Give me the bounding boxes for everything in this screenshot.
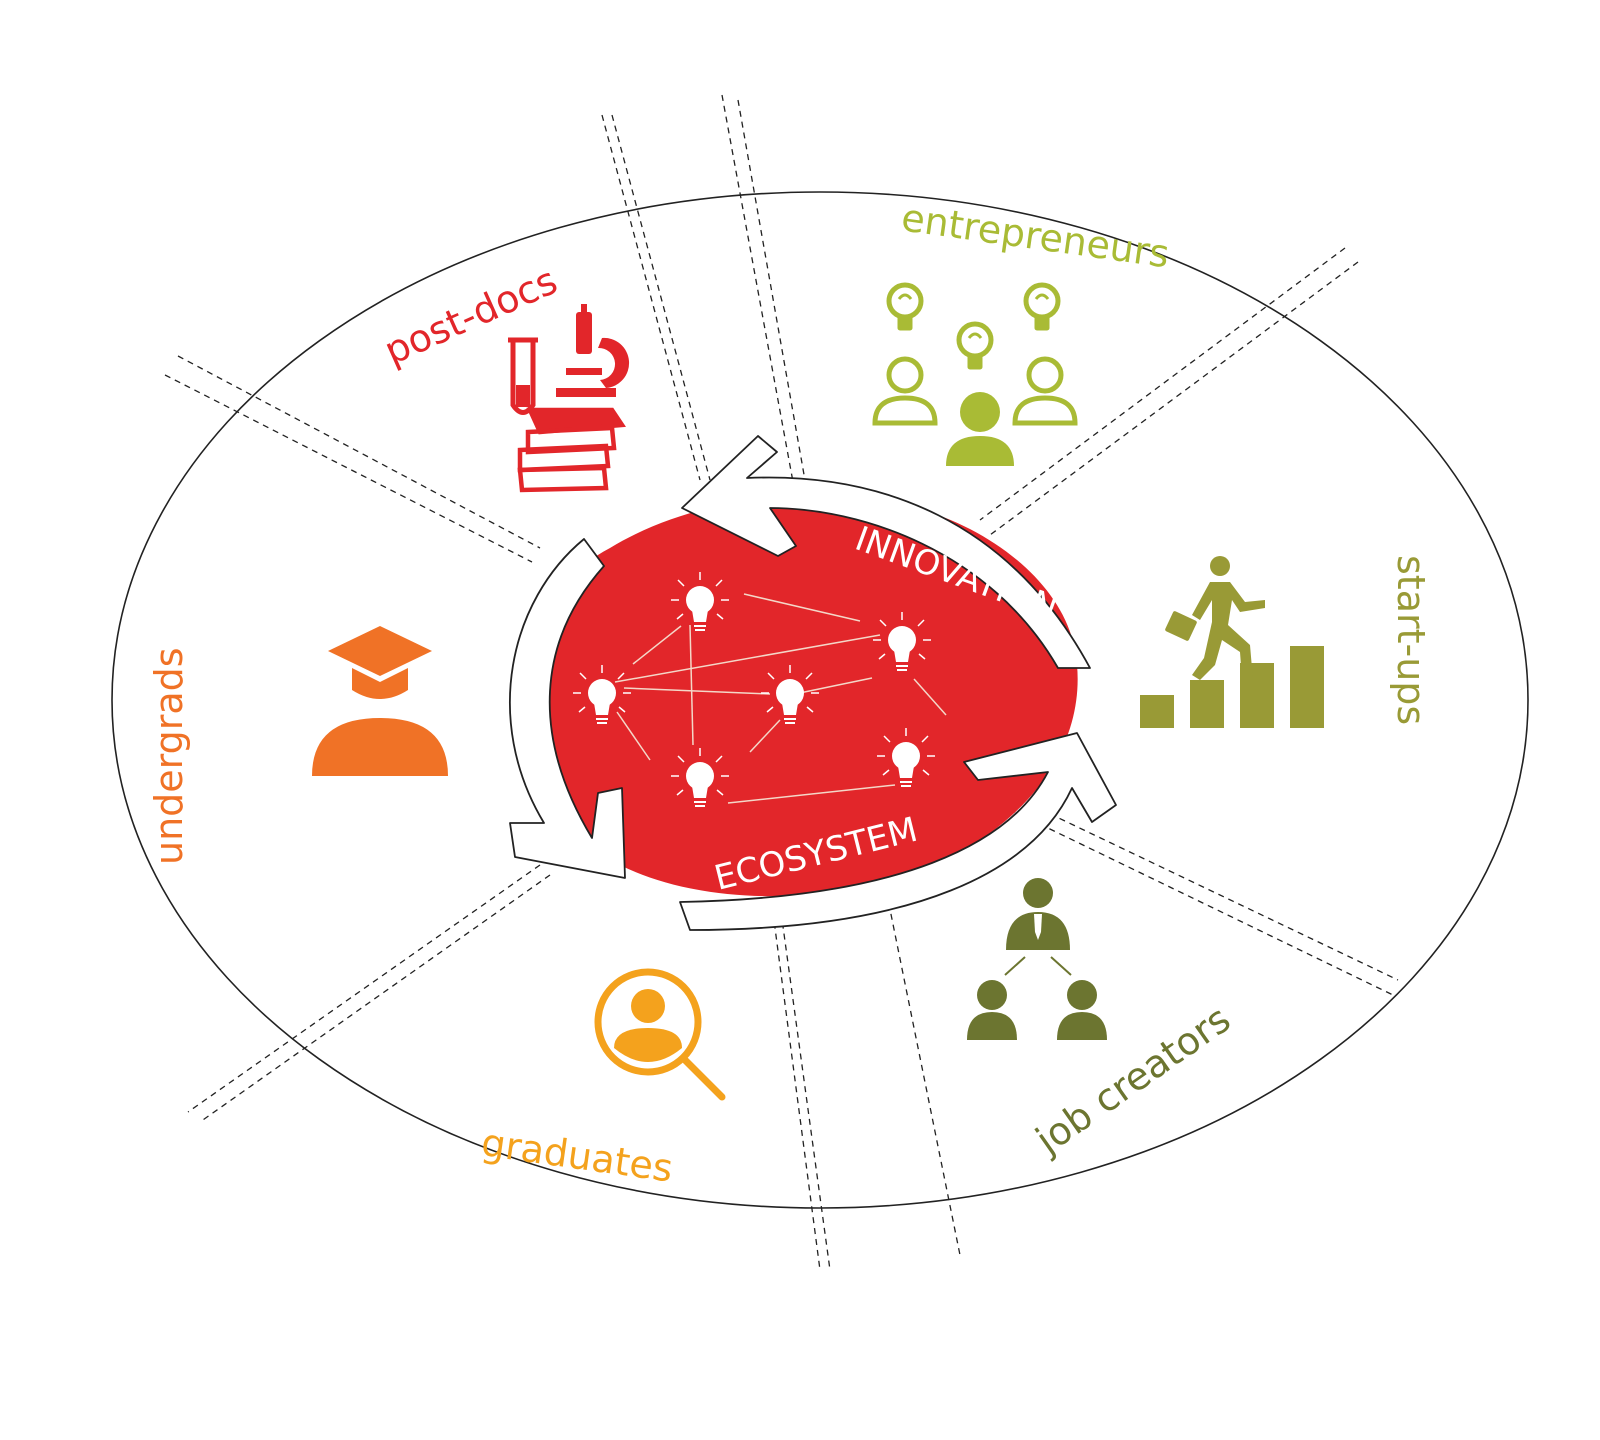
person-search-icon [594,968,726,1101]
climbing-steps-icon [1140,556,1324,728]
person-icon [872,356,938,426]
lightbulb-icon [959,324,991,369]
person-icon [1012,356,1078,426]
segment-label-start-ups: start-ups [1389,555,1433,725]
graduate-cap-icon [312,626,448,776]
segment-label-job-creators: job creators [1027,997,1238,1163]
segment-label-entrepreneurs: entrepreneurs [899,195,1172,276]
segment-label-undergrads: undergrads [147,647,191,865]
microscope-icon [556,304,630,397]
books-icon [517,407,626,493]
cycle-arrows [509,435,1117,931]
outer-ring [111,191,1529,1209]
person-icon [946,392,1014,466]
segment-dividers [164,94,1399,1271]
arrow-right [679,732,1117,931]
entrepreneurs-icons [872,285,1078,466]
arrow-top [681,435,1091,669]
test-tube-icon [508,337,538,415]
lightbulb-icon [889,285,921,330]
lightbulb-icon [1026,285,1058,330]
post-docs-icons [508,304,630,493]
org-chart-icon [967,878,1107,1040]
lightbulb-network-icon [572,571,947,807]
arrow-left [509,538,626,879]
segment-label-post-docs: post-docs [378,258,564,373]
segment-label-graduates: graduates [479,1120,676,1190]
